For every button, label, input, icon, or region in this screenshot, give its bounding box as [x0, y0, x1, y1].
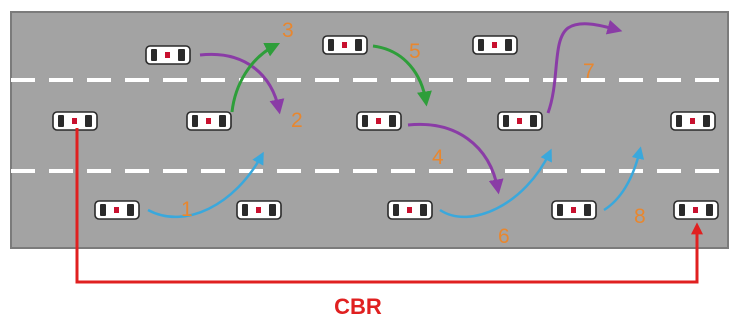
car-icon	[145, 45, 191, 65]
car-icon	[186, 111, 232, 131]
car-icon	[673, 200, 719, 220]
car-icon	[551, 200, 597, 220]
step-label-2: 2	[291, 109, 303, 132]
step-label-7: 7	[583, 60, 595, 83]
car-icon	[94, 200, 140, 220]
car-icon	[472, 35, 518, 55]
car-icon	[670, 111, 716, 131]
car-icon	[497, 111, 543, 131]
hop-arrow-6	[439, 148, 552, 219]
cbr-label: CBR	[334, 294, 382, 319]
car-icon	[52, 111, 98, 131]
hop-arrow-2	[199, 52, 285, 115]
hop-arrow-1	[147, 151, 264, 219]
car-icon	[236, 200, 282, 220]
car-icon	[387, 200, 433, 220]
hop-arrow-4	[407, 122, 504, 195]
step-label-4: 4	[432, 146, 444, 169]
hop-arrow-8	[603, 146, 645, 212]
cbr-route-line	[75, 128, 703, 284]
hop-arrow-7	[546, 19, 623, 114]
car-icon	[356, 111, 402, 131]
step-label-5: 5	[409, 40, 421, 63]
hop-arrow-3	[230, 42, 281, 113]
step-label-6: 6	[498, 225, 510, 248]
step-label-3: 3	[282, 19, 294, 42]
step-label-1: 1	[181, 198, 193, 221]
car-icon	[322, 35, 368, 55]
hop-arrow-5	[372, 44, 432, 107]
step-label-8: 8	[634, 205, 646, 228]
